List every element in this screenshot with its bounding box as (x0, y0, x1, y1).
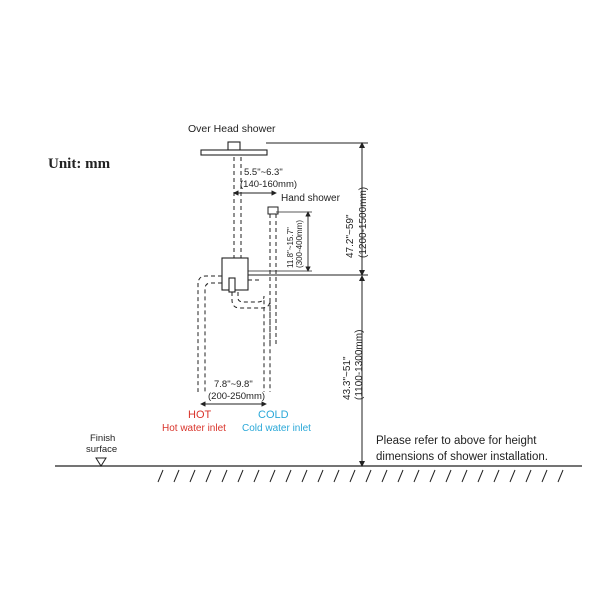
hatch-mark (365, 469, 372, 483)
hatch-mark (557, 469, 564, 483)
lower-height-dimension: 43.3"~51" (1100-1300mm) (342, 275, 365, 467)
inlet-pipes (197, 275, 271, 392)
hatch-mark (381, 469, 388, 483)
hatch-mark (157, 469, 164, 483)
floor-hatching (157, 469, 564, 483)
shower-pipe (233, 157, 242, 262)
cold-label: COLD (258, 409, 289, 421)
hatch-mark (173, 469, 180, 483)
hatch-mark (461, 469, 468, 483)
hatch-mark (525, 469, 532, 483)
finish-label-line2: surface (86, 444, 117, 455)
arm-dim-mm: (140-160mm) (240, 179, 297, 190)
finish-label-line1: Finish (90, 433, 115, 444)
cold-inlet-label: Cold water inlet (242, 423, 311, 434)
hatch-mark (493, 469, 500, 483)
hatch-mark (205, 469, 212, 483)
hatch-mark (349, 469, 356, 483)
overhead-shower (200, 141, 268, 156)
upper-dim-mm: (1200-1500mm) (358, 187, 369, 258)
inlet-dim-inch: 7.8"~9.8" (214, 379, 253, 390)
lower-dim-mm: (1100-1300mm) (354, 330, 365, 400)
hatch-mark (477, 469, 484, 483)
hatch-mark (237, 469, 244, 483)
finish-surface-marker (95, 457, 107, 467)
hatch-mark (317, 469, 324, 483)
upper-height-dimension: 47.2"~59" (1200-1500mm) (345, 142, 369, 276)
inlet-dim-mm: (200-250mm) (208, 391, 265, 402)
hand-dimension: 11.8"~15.7" (300-400mm) (248, 211, 312, 272)
hatch-mark (429, 469, 436, 483)
hand-shower-label: Hand shower (281, 193, 341, 204)
hatch-mark (445, 469, 452, 483)
hand-dim-mm: (300-400mm) (295, 220, 304, 268)
unit-label: Unit: mm (48, 156, 111, 172)
note-line2: dimensions of shower installation. (376, 451, 548, 463)
hatch-mark (269, 469, 276, 483)
overhead-shower-label: Over Head shower (188, 123, 276, 135)
hatch-mark (301, 469, 308, 483)
hatch-mark (413, 469, 420, 483)
hot-inlet-label: Hot water inlet (162, 423, 226, 434)
upper-dim-inch: 47.2"~59" (345, 214, 356, 258)
arm-dim-inch: 5.5"~6.3" (244, 167, 283, 178)
hatch-mark (333, 469, 340, 483)
mixing-valve (221, 257, 249, 293)
hand-shower (267, 206, 279, 346)
hatch-mark (509, 469, 516, 483)
hand-dim-inch: 11.8"~15.7" (286, 227, 295, 268)
hatch-mark (397, 469, 404, 483)
hatch-mark (221, 469, 228, 483)
hot-label: HOT (188, 409, 212, 421)
lower-dim-inch: 43.3"~51" (342, 356, 353, 400)
inlet-dimension: 7.8"~9.8" (200-250mm) (200, 379, 267, 407)
arm-dimension: 5.5"~6.3" (140-160mm) (233, 167, 297, 196)
hatch-mark (189, 469, 196, 483)
hatch-mark (285, 469, 292, 483)
note-line1: Please refer to above for height (376, 435, 537, 447)
hatch-mark (541, 469, 548, 483)
hatch-mark (253, 469, 260, 483)
